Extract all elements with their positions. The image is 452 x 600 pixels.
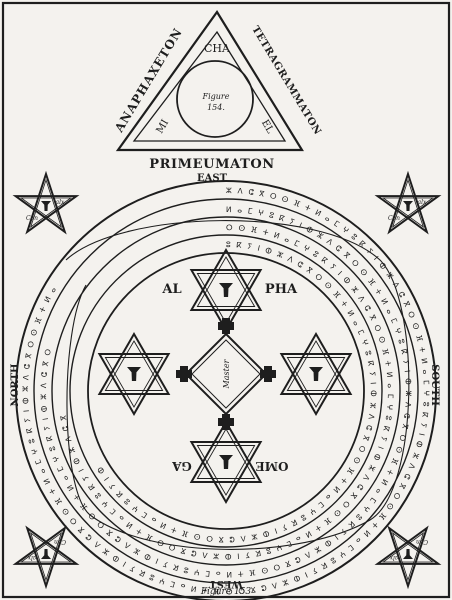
pentagram-label-2: alx (418, 199, 427, 206)
pentagram-label: Con (388, 215, 400, 222)
title-primeumaton: PRIMEUMATON (149, 157, 275, 172)
hexagram-top-left-label: AL (161, 282, 181, 297)
tau-cross-icon (41, 549, 51, 559)
hexagram-bottom-right-label: GA (172, 459, 192, 473)
pentagram-bottom-left: Con alx (12, 525, 80, 590)
tau-cross-icon (41, 201, 51, 211)
pentagram-label: Con (26, 215, 38, 222)
tau-cross-icon (403, 549, 413, 559)
pentagram-label: Con (416, 538, 428, 545)
central-diamond: Master (176, 318, 276, 430)
hexagram-right (279, 331, 353, 417)
hexagram-left (97, 331, 171, 417)
tau-cross-icon (127, 367, 141, 381)
hexagram-top-right-label: PHA (265, 282, 298, 297)
hexagram-bottom (189, 419, 263, 505)
serpent (65, 220, 410, 550)
triangle-left-side-text: ANAPHAXETON (111, 25, 185, 135)
pentagram-label-2: alx (27, 554, 36, 561)
pentagram-label: Con (54, 538, 66, 545)
direction-east: EAST (197, 173, 228, 184)
triangle-figure-number: 154. (207, 103, 225, 112)
direction-south: SOUTH (429, 364, 440, 406)
hexagram-top (189, 247, 263, 333)
tau-cross-icon (219, 455, 233, 469)
ring-script-texture: ⵣ ⴷ ⵛ ⴳ ⵔ ⵙ ⴼ ⵜ ⵍ ⴰ ⵎ ⵖ ⵓ ⴽ ⵢ ⵏ ⵀ ⵣ ⴷ ⵛ … (21, 186, 429, 596)
pentagram-label-2: alx (56, 199, 65, 206)
triangle-inner-left: MI (155, 118, 172, 136)
triangle-inner-right: EL (259, 118, 276, 136)
central-diamond-label: Master (222, 358, 231, 389)
svg-text:ⵍ ⴰ ⵎ ⵖ ⵓ ⴽ ⵢ ⵏ ⵀ ⵣ ⴷ ⵛ ⴳ ⵔ ⵙ: ⵍ ⴰ ⵎ ⵖ ⵓ ⴽ ⵢ ⵏ ⵀ ⵣ ⴷ ⵛ ⴳ ⵔ ⵙ ⴼ ⵜ ⵍ ⴰ ⵎ … (39, 205, 413, 579)
tau-cross-icon (309, 367, 323, 381)
triangle-figure-label: Figure (202, 92, 230, 101)
pentagram-label-2: alx (389, 554, 398, 561)
pentagram-bottom-right: Con alx (374, 525, 442, 590)
concentric-rings (15, 180, 437, 600)
triangle-emblem: ANAPHAXETON TETRAGRAMMATON CHA MI EL Fig… (111, 10, 323, 152)
triangle-inner-top: CHA (204, 42, 231, 55)
pentagram-top-left: Con alx (12, 170, 80, 235)
tau-cross-icon (219, 283, 233, 297)
cross-icon (176, 318, 276, 430)
hexagram-bottom-left-label: OME (256, 459, 289, 473)
pentagram-top-right: Con alx (374, 170, 442, 235)
figure-caption: Figure 153 (200, 587, 252, 597)
tau-cross-icon (403, 201, 413, 211)
